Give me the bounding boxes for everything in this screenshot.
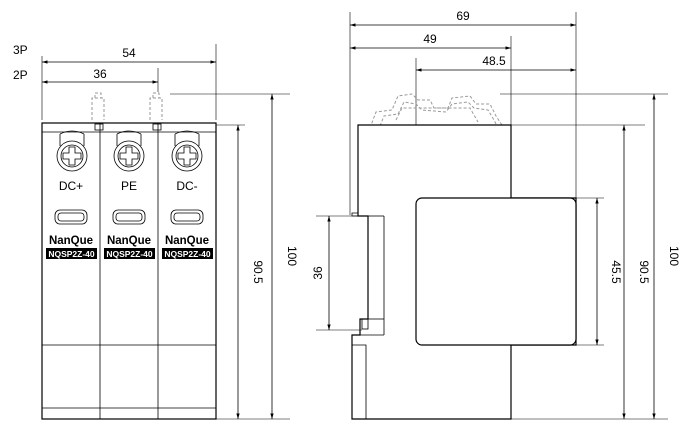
indicator-window (54, 209, 88, 225)
dim-90-5-side: 90.5 (637, 260, 651, 284)
front-body (41, 122, 217, 420)
model-badge (46, 248, 97, 259)
side-front-face (415, 197, 577, 346)
dim-54: 54 (122, 46, 136, 60)
pole-1: DC+ NanQue NQSP2Z-40 (46, 130, 97, 259)
front-view: 54 36 DC+ NanQue NQSP2Z-40 (41, 44, 299, 420)
model-badge (104, 248, 155, 259)
label-2p: 2P (13, 68, 28, 82)
model-badge (162, 248, 213, 259)
dim-36-width: 36 (93, 67, 107, 81)
dim-69: 69 (456, 9, 470, 23)
model-label: NQSP2Z-40 (106, 249, 153, 259)
dim-36-rail: 36 (311, 266, 325, 280)
indicator-window (170, 209, 204, 225)
side-view: 69 49 48.5 36 45.5 90.5 (311, 9, 681, 420)
label-3p: 3P (13, 43, 28, 57)
terminal-label: DC+ (59, 179, 83, 193)
terminal-screw-icon (171, 140, 203, 172)
phantom-terminal-top (369, 93, 505, 129)
indicator-window (112, 209, 146, 225)
dim-49: 49 (423, 32, 437, 46)
pole-3: DC- NanQue NQSP2Z-40 (162, 130, 213, 259)
dim-90-5: 90.5 (251, 260, 265, 284)
brand-label: NanQue (49, 235, 93, 247)
terminal-label: DC- (176, 179, 197, 193)
dim-100: 100 (285, 246, 299, 266)
dim-100-side: 100 (667, 246, 681, 266)
phantom-terminal-right (149, 92, 163, 120)
model-label: NQSP2Z-40 (48, 249, 95, 259)
terminal-screw-icon (113, 140, 145, 172)
phantom-terminal-left (91, 92, 105, 120)
brand-label: NanQue (107, 235, 151, 247)
dim-48-5: 48.5 (482, 54, 506, 68)
pole-2: PE NanQue NQSP2Z-40 (104, 130, 155, 259)
terminal-label: PE (121, 179, 137, 193)
dim-45-5: 45.5 (609, 260, 623, 284)
terminal-screw-icon (56, 140, 88, 172)
model-label: NQSP2Z-40 (164, 249, 211, 259)
brand-label: NanQue (165, 235, 209, 247)
